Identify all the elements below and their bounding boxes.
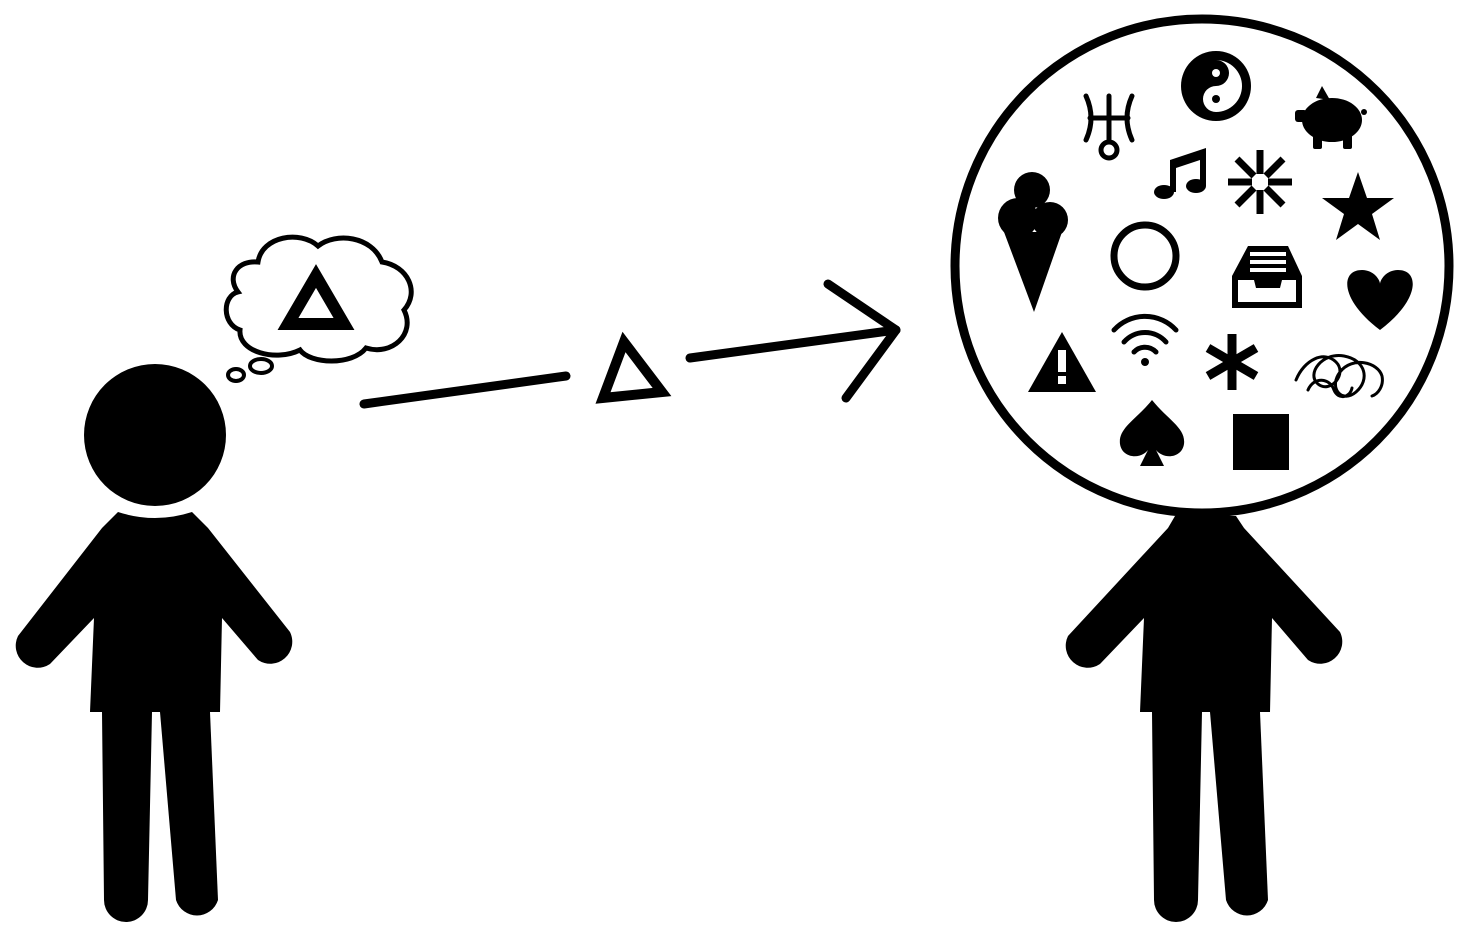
square-icon [1233,414,1289,470]
sender-person-icon [16,364,293,922]
thought-triangle-icon [288,276,344,324]
yin-yang-icon [1181,51,1251,121]
payload-triangle-icon [603,342,662,398]
thought-bubble-icon [226,237,411,381]
